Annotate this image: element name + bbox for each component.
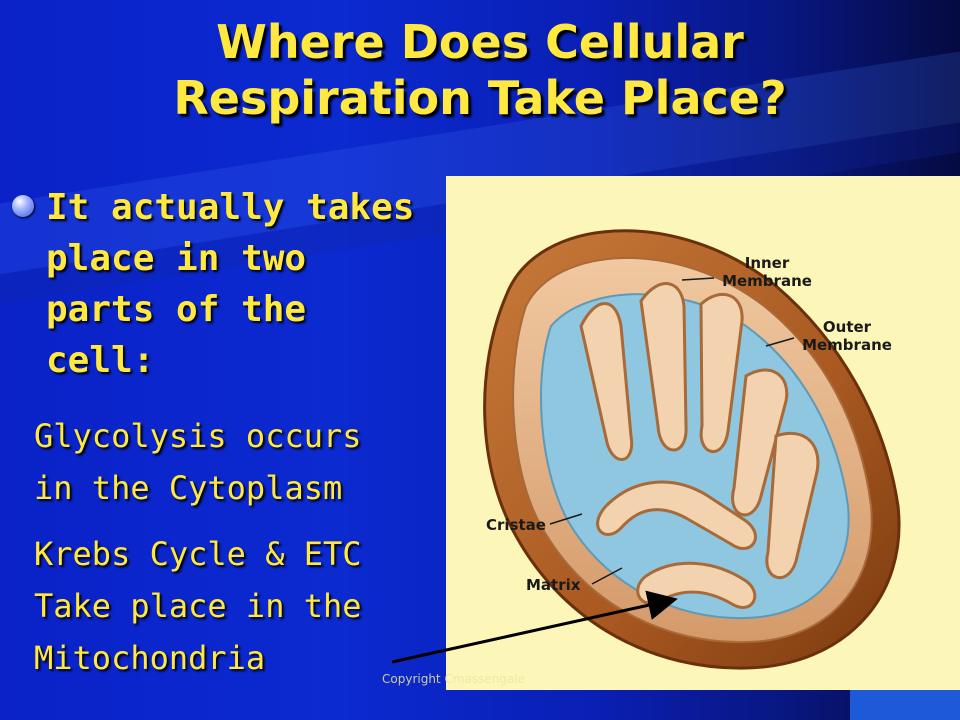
inner-membrane-label-line-2: Membrane [722,272,812,290]
cristae-label: Cristae [486,516,546,534]
outer-membrane-label: Outer Membrane [792,318,902,354]
title-line-1: Where Does Cellular [216,15,744,69]
bullet-text: It actually takes place in two parts of … [46,187,415,381]
main-bullet: It actually takes place in two parts of … [12,182,422,386]
outer-membrane-label-line-1: Outer [822,318,872,336]
copyright-text: Copyright Cmassengale [382,672,526,686]
inner-membrane-label-line-1: Inner [744,254,790,272]
mitochondrion-diagram-panel: Inner Membrane Outer Membrane Cristae Ma… [446,176,960,690]
slide-title: Where Does Cellular Respiration Take Pla… [60,14,900,126]
cristae-folds [579,282,820,609]
krebs-etc-text: Krebs Cycle & ETC Take place in the Mito… [34,535,362,677]
outer-membrane-label-line-2: Membrane [802,336,892,354]
matrix-label: Matrix [526,576,581,594]
bullet-dot-icon [12,195,34,217]
label-pointer-lines [549,277,795,585]
mitochondrion-illustration [483,229,901,670]
glycolysis-text: Glycolysis occurs in the Cytoplasm [34,417,362,507]
title-line-2: Respiration Take Place? [173,71,787,125]
inner-membrane-label: Inner Membrane [712,254,822,290]
